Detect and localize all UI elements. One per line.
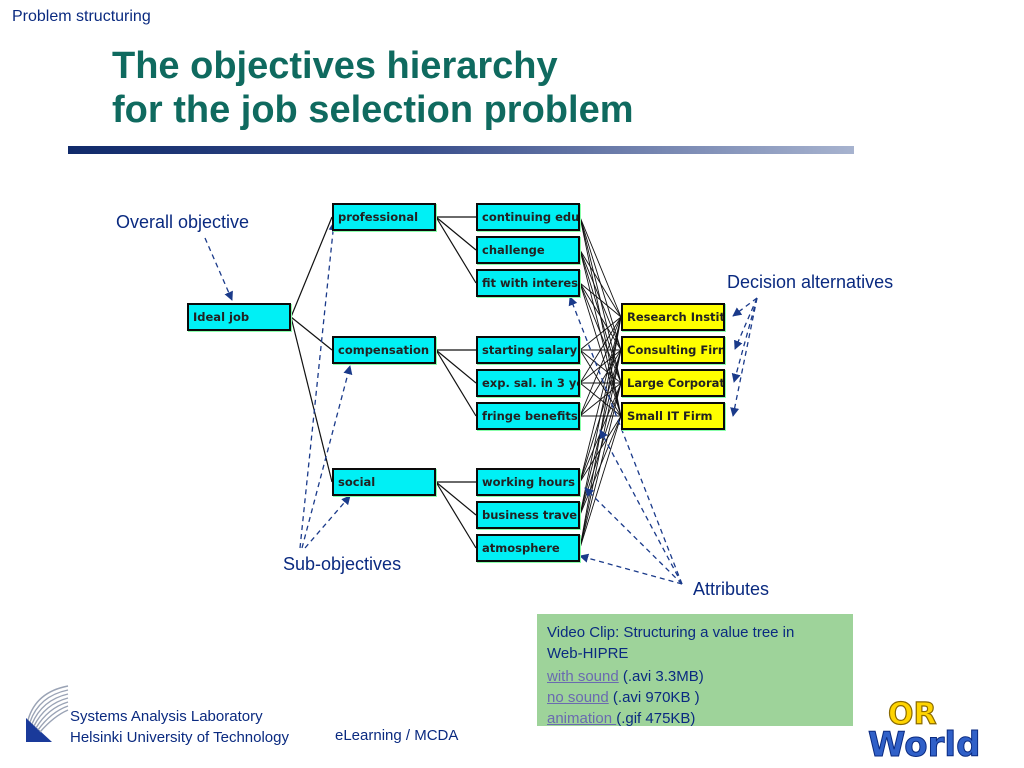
- attribute-alternative-edge: [579, 316, 622, 384]
- subobjective-node[interactable]: social: [332, 468, 436, 496]
- no-sound-note: (.avi 970KB ): [608, 689, 700, 706]
- video-clip-box: Video Clip: Structuring a value tree in …: [537, 614, 853, 729]
- tree-edge: [435, 349, 477, 384]
- attributes-callout: Attributes: [693, 579, 770, 599]
- tree-edge: [435, 481, 477, 516]
- title-line-2: for the job selection problem: [112, 89, 634, 131]
- attribute-alternative-edge: [579, 316, 622, 417]
- sub-objectives-callout: Sub-objectives: [283, 554, 402, 574]
- with-sound-link[interactable]: with sound: [547, 668, 619, 685]
- callout-arrow: [301, 365, 353, 549]
- section-label: Problem structuring: [12, 8, 151, 25]
- tree-edge: [435, 481, 477, 549]
- or-world-logo: OR World: [868, 696, 981, 762]
- callout-arrow: [731, 297, 758, 383]
- video-clip-heading-2: Web-HIPRE: [547, 645, 629, 662]
- callout-arrow: [734, 297, 758, 350]
- attribute-node[interactable]: exp. sal. in 3 ye: [476, 369, 580, 397]
- callout-arrow: [730, 297, 758, 417]
- attribute-alternative-edge: [579, 316, 622, 483]
- or-world-logo-bottom: World: [868, 725, 980, 762]
- root-objective-node[interactable]: Ideal job: [187, 303, 291, 331]
- tree-edge: [435, 216, 477, 284]
- callout-arrow: [732, 297, 758, 317]
- callout-arrow: [599, 429, 683, 585]
- title-line-1: The objectives hierarchy: [112, 45, 558, 87]
- attribute-alternative-edge: [579, 316, 622, 549]
- tree-edge: [435, 216, 477, 251]
- attribute-node[interactable]: fringe benefits: [476, 402, 580, 430]
- attribute-node[interactable]: business travel: [476, 501, 580, 529]
- attribute-alternative-edge: [579, 316, 622, 516]
- attribute-alternative-edge: [579, 349, 622, 417]
- alternative-node[interactable]: Research Instit: [621, 303, 725, 331]
- callout-arrow: [299, 221, 338, 549]
- footer-lab: Systems Analysis Laboratory Helsinki Uni…: [70, 706, 289, 748]
- tree-edge: [290, 216, 333, 318]
- subobjective-node[interactable]: professional: [332, 203, 436, 231]
- attribute-alternative-edge: [579, 216, 622, 318]
- callout-arrow: [584, 487, 683, 585]
- tree-edge: [435, 349, 477, 417]
- slide-title: The objectives hierarchy for the job sel…: [112, 44, 634, 132]
- callout-arrow: [304, 495, 351, 549]
- attribute-node[interactable]: starting salary: [476, 336, 580, 364]
- attribute-alternative-edge: [579, 249, 622, 318]
- attribute-alternative-edge: [579, 415, 622, 549]
- video-clip-heading: Video Clip: Structuring a value tree in: [547, 624, 795, 641]
- footer-course: eLearning / MCDA: [335, 727, 459, 744]
- video-link-row: no sound (.avi 970KB ): [547, 687, 843, 708]
- attribute-node[interactable]: continuing edu: [476, 203, 580, 231]
- attribute-alternative-edge: [579, 282, 622, 318]
- overall-objective-callout: Overall objective: [116, 212, 250, 232]
- tree-edge: [290, 316, 333, 483]
- callout-arrow: [568, 296, 683, 585]
- attribute-node[interactable]: challenge: [476, 236, 580, 264]
- attribute-alternative-edge: [579, 282, 622, 351]
- alternative-node[interactable]: Small IT Firm: [621, 402, 725, 430]
- callout-arrow: [579, 553, 683, 585]
- attribute-alternative-edge: [579, 382, 622, 549]
- subobjective-node[interactable]: compensation: [332, 336, 436, 364]
- callout-arrow: [204, 237, 233, 301]
- footer-lab-name: Systems Analysis Laboratory: [70, 708, 263, 725]
- video-link-row: with sound (.avi 3.3MB): [547, 666, 843, 687]
- alternative-node[interactable]: Large Corporati: [621, 369, 725, 397]
- title-underline-bar: [68, 146, 854, 154]
- video-link-row: animation (.gif 475KB): [547, 708, 843, 729]
- alternative-node[interactable]: Consulting Firm: [621, 336, 725, 364]
- footer-university: Helsinki University of Technology: [70, 729, 289, 746]
- animation-link[interactable]: animation: [547, 710, 617, 727]
- animation-note: (.gif 475KB): [616, 710, 696, 727]
- attribute-alternative-edge: [579, 316, 622, 351]
- attribute-node[interactable]: fit with interests: [476, 269, 580, 297]
- attribute-alternative-edge: [579, 349, 622, 549]
- with-sound-note: (.avi 3.3MB): [618, 668, 704, 685]
- attribute-node[interactable]: working hours: [476, 468, 580, 496]
- tree-edge: [290, 316, 333, 351]
- decision-alternatives-callout: Decision alternatives: [727, 272, 894, 292]
- or-world-logo-top: OR: [888, 697, 937, 732]
- attribute-node[interactable]: atmosphere: [476, 534, 580, 562]
- no-sound-link[interactable]: no sound: [547, 689, 609, 706]
- university-logo-icon: [26, 685, 69, 742]
